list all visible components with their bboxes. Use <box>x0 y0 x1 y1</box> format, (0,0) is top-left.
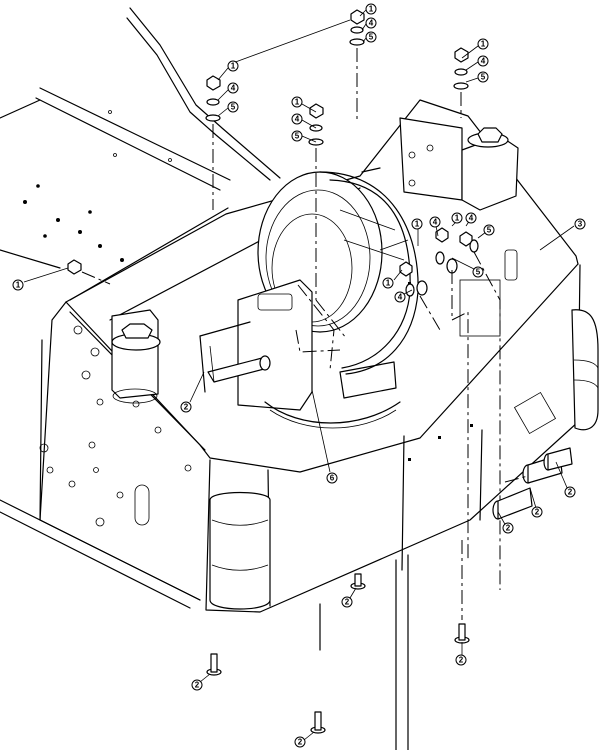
svg-text:1: 1 <box>386 279 391 288</box>
svg-text:3: 3 <box>578 220 583 229</box>
callout-bubble: 5 <box>472 266 484 278</box>
svg-text:2: 2 <box>568 488 573 497</box>
bolt-right-2 <box>492 487 533 520</box>
svg-text:5: 5 <box>231 103 236 112</box>
callout-bubble: 5 <box>365 31 377 43</box>
callout-bubble: 6 <box>326 472 338 484</box>
callout-bubble: 1 <box>382 277 394 289</box>
callout-bubble: 3 <box>574 218 586 230</box>
callout-bubble: 1 <box>227 60 239 72</box>
chassis-frame <box>0 7 281 609</box>
drive-unit <box>199 167 419 429</box>
bolt-bottom-3 <box>206 653 222 676</box>
housing <box>39 99 599 613</box>
svg-text:4: 4 <box>398 293 403 302</box>
callout-bubble: 1 <box>477 38 489 50</box>
svg-text:4: 4 <box>295 115 300 124</box>
svg-text:2: 2 <box>298 738 303 747</box>
callout-bubble: 5 <box>483 224 495 236</box>
callout-bubble: 5 <box>227 101 239 113</box>
callout-bubble: 4 <box>227 82 239 94</box>
callout-bubble: 4 <box>477 55 489 67</box>
svg-text:1: 1 <box>481 40 486 49</box>
callout-bubble: 2 <box>531 506 543 518</box>
left-bumper-mount <box>111 309 161 408</box>
callout-bubble: 1 <box>365 3 377 15</box>
svg-text:1: 1 <box>415 220 420 229</box>
svg-text:5: 5 <box>476 268 481 277</box>
callout-bubble: 5 <box>291 130 303 142</box>
bolt-bottom-1 <box>350 573 366 590</box>
bolt-right-3 <box>543 447 573 471</box>
hardware-stack-top-right <box>453 47 469 118</box>
callout-bubble: 1 <box>411 218 423 230</box>
bolt-bottom-4 <box>310 711 326 734</box>
svg-text:5: 5 <box>295 132 300 141</box>
svg-text:5: 5 <box>487 226 492 235</box>
callout-bubble: 2 <box>502 522 514 534</box>
svg-text:2: 2 <box>535 508 540 517</box>
right-bumper-mount <box>399 117 519 211</box>
callout-bubble: 1 <box>291 96 303 108</box>
svg-text:4: 4 <box>433 218 438 227</box>
svg-text:2: 2 <box>195 681 200 690</box>
callout-bubble: 2 <box>564 486 576 498</box>
svg-text:2: 2 <box>506 524 511 533</box>
svg-text:1: 1 <box>295 98 300 107</box>
callout-layer: 1 4 5 1 4 5 1 4 5 1 4 5 1 2 6 3 1 4 1 4 … <box>12 3 586 748</box>
callout-bubble: 4 <box>394 291 406 303</box>
svg-text:2: 2 <box>184 403 189 412</box>
svg-text:4: 4 <box>481 57 486 66</box>
svg-text:1: 1 <box>231 62 236 71</box>
callout-bubble: 4 <box>465 212 477 224</box>
callout-bubble: 2 <box>341 596 353 608</box>
callout-bubble: 2 <box>191 679 203 691</box>
svg-text:5: 5 <box>481 73 486 82</box>
svg-text:1: 1 <box>369 5 374 14</box>
callout-bubble: 4 <box>291 113 303 125</box>
svg-text:4: 4 <box>231 84 236 93</box>
callout-bubble: 1 <box>12 279 24 291</box>
svg-text:5: 5 <box>369 33 374 42</box>
svg-text:4: 4 <box>469 214 474 223</box>
callout-bubble: 2 <box>455 654 467 666</box>
hardware-stack-side <box>399 227 501 590</box>
callout-bubble: 4 <box>365 17 377 29</box>
callout-bubble: 1 <box>451 212 463 224</box>
callout-bubble: 5 <box>477 71 489 83</box>
loose-nut-left <box>67 259 111 285</box>
frame-rails-bottom <box>319 540 463 750</box>
svg-text:1: 1 <box>16 281 21 290</box>
bolt-bottom-2 <box>454 623 470 644</box>
callout-bubble: 2 <box>294 736 306 748</box>
svg-text:2: 2 <box>345 598 350 607</box>
hardware-stack-top-center <box>349 9 365 120</box>
hardware-stack-left <box>205 75 221 210</box>
svg-text:2: 2 <box>459 656 464 665</box>
svg-text:4: 4 <box>369 19 374 28</box>
callout-bubble: 4 <box>429 216 441 228</box>
svg-text:1: 1 <box>455 214 460 223</box>
svg-text:6: 6 <box>330 474 335 483</box>
callout-bubble: 2 <box>180 401 192 413</box>
